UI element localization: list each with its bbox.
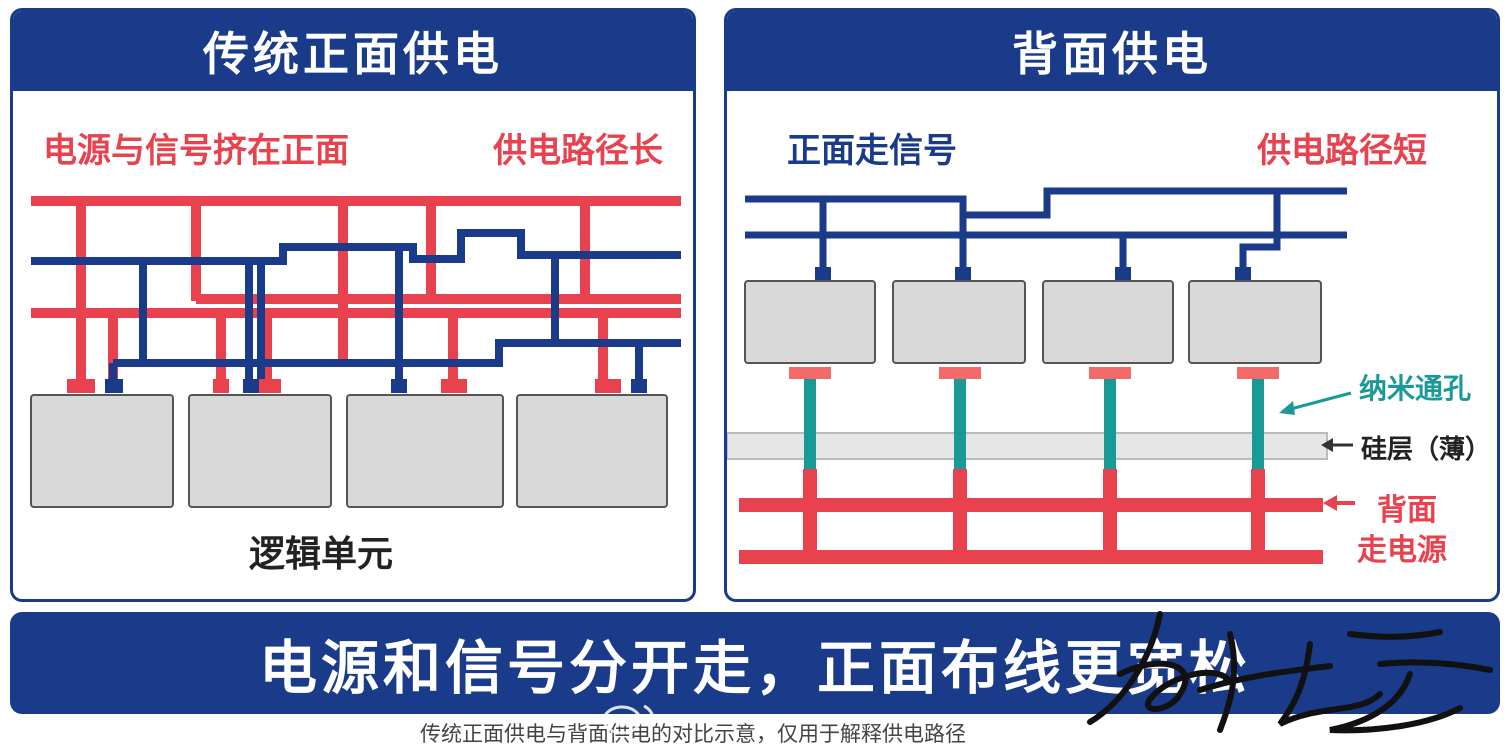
frontside-wiring-diagram — [30, 196, 681, 508]
label-logic-cells: 逻辑单元 — [249, 534, 394, 575]
figure-caption: 传统正面供电与背面供电的对比示意，仅用于解释供电路径 — [420, 722, 966, 746]
backside-wiring-diagram — [727, 187, 1355, 564]
handwritten-signature — [1087, 611, 1493, 734]
panel-backside-power: 背面供电 正面走信号 供电路径短 — [724, 8, 1500, 602]
label-short-path: 供电路径短 — [1257, 131, 1427, 171]
panel-title-backside: 背面供电 — [727, 11, 1497, 91]
power-lines-front — [31, 196, 681, 383]
arrow-left-icon — [1323, 495, 1355, 511]
label-long-path: 供电路径长 — [493, 131, 663, 171]
silicon-layer — [727, 432, 1328, 460]
label-nano-via: 纳米通孔 — [1359, 372, 1472, 405]
summary-banner: 电源和信号分开走，正面布线更宽松 — [10, 612, 1500, 714]
label-crowded-front: 电源与信号挤在正面 — [43, 131, 349, 171]
panel-frontside-power: 传统正面供电 电源与信号挤在正面 供电路径长 — [10, 8, 696, 602]
weibo-logo — [602, 704, 656, 735]
label-backside-line2: 走电源 — [1357, 533, 1447, 568]
label-front-signals: 正面走信号 — [787, 131, 957, 171]
arrow-left-icon — [1321, 438, 1353, 452]
panel-title-frontside: 传统正面供电 — [13, 11, 693, 91]
label-backside-line1: 背面 — [1377, 493, 1437, 528]
signal-lines-back — [745, 187, 1347, 273]
logic-cells-front — [30, 394, 668, 508]
label-silicon-thin: 硅层（薄） — [1361, 435, 1492, 465]
power-pads-back — [789, 367, 1279, 379]
nano-vias — [804, 379, 1264, 471]
logic-cells-back — [744, 280, 1322, 364]
signal-pads-back — [815, 267, 1251, 281]
power-lines-back — [739, 469, 1323, 564]
signal-lines-front — [31, 229, 681, 383]
contact-pads-front — [67, 379, 647, 393]
arrow-left-icon — [1279, 391, 1352, 415]
